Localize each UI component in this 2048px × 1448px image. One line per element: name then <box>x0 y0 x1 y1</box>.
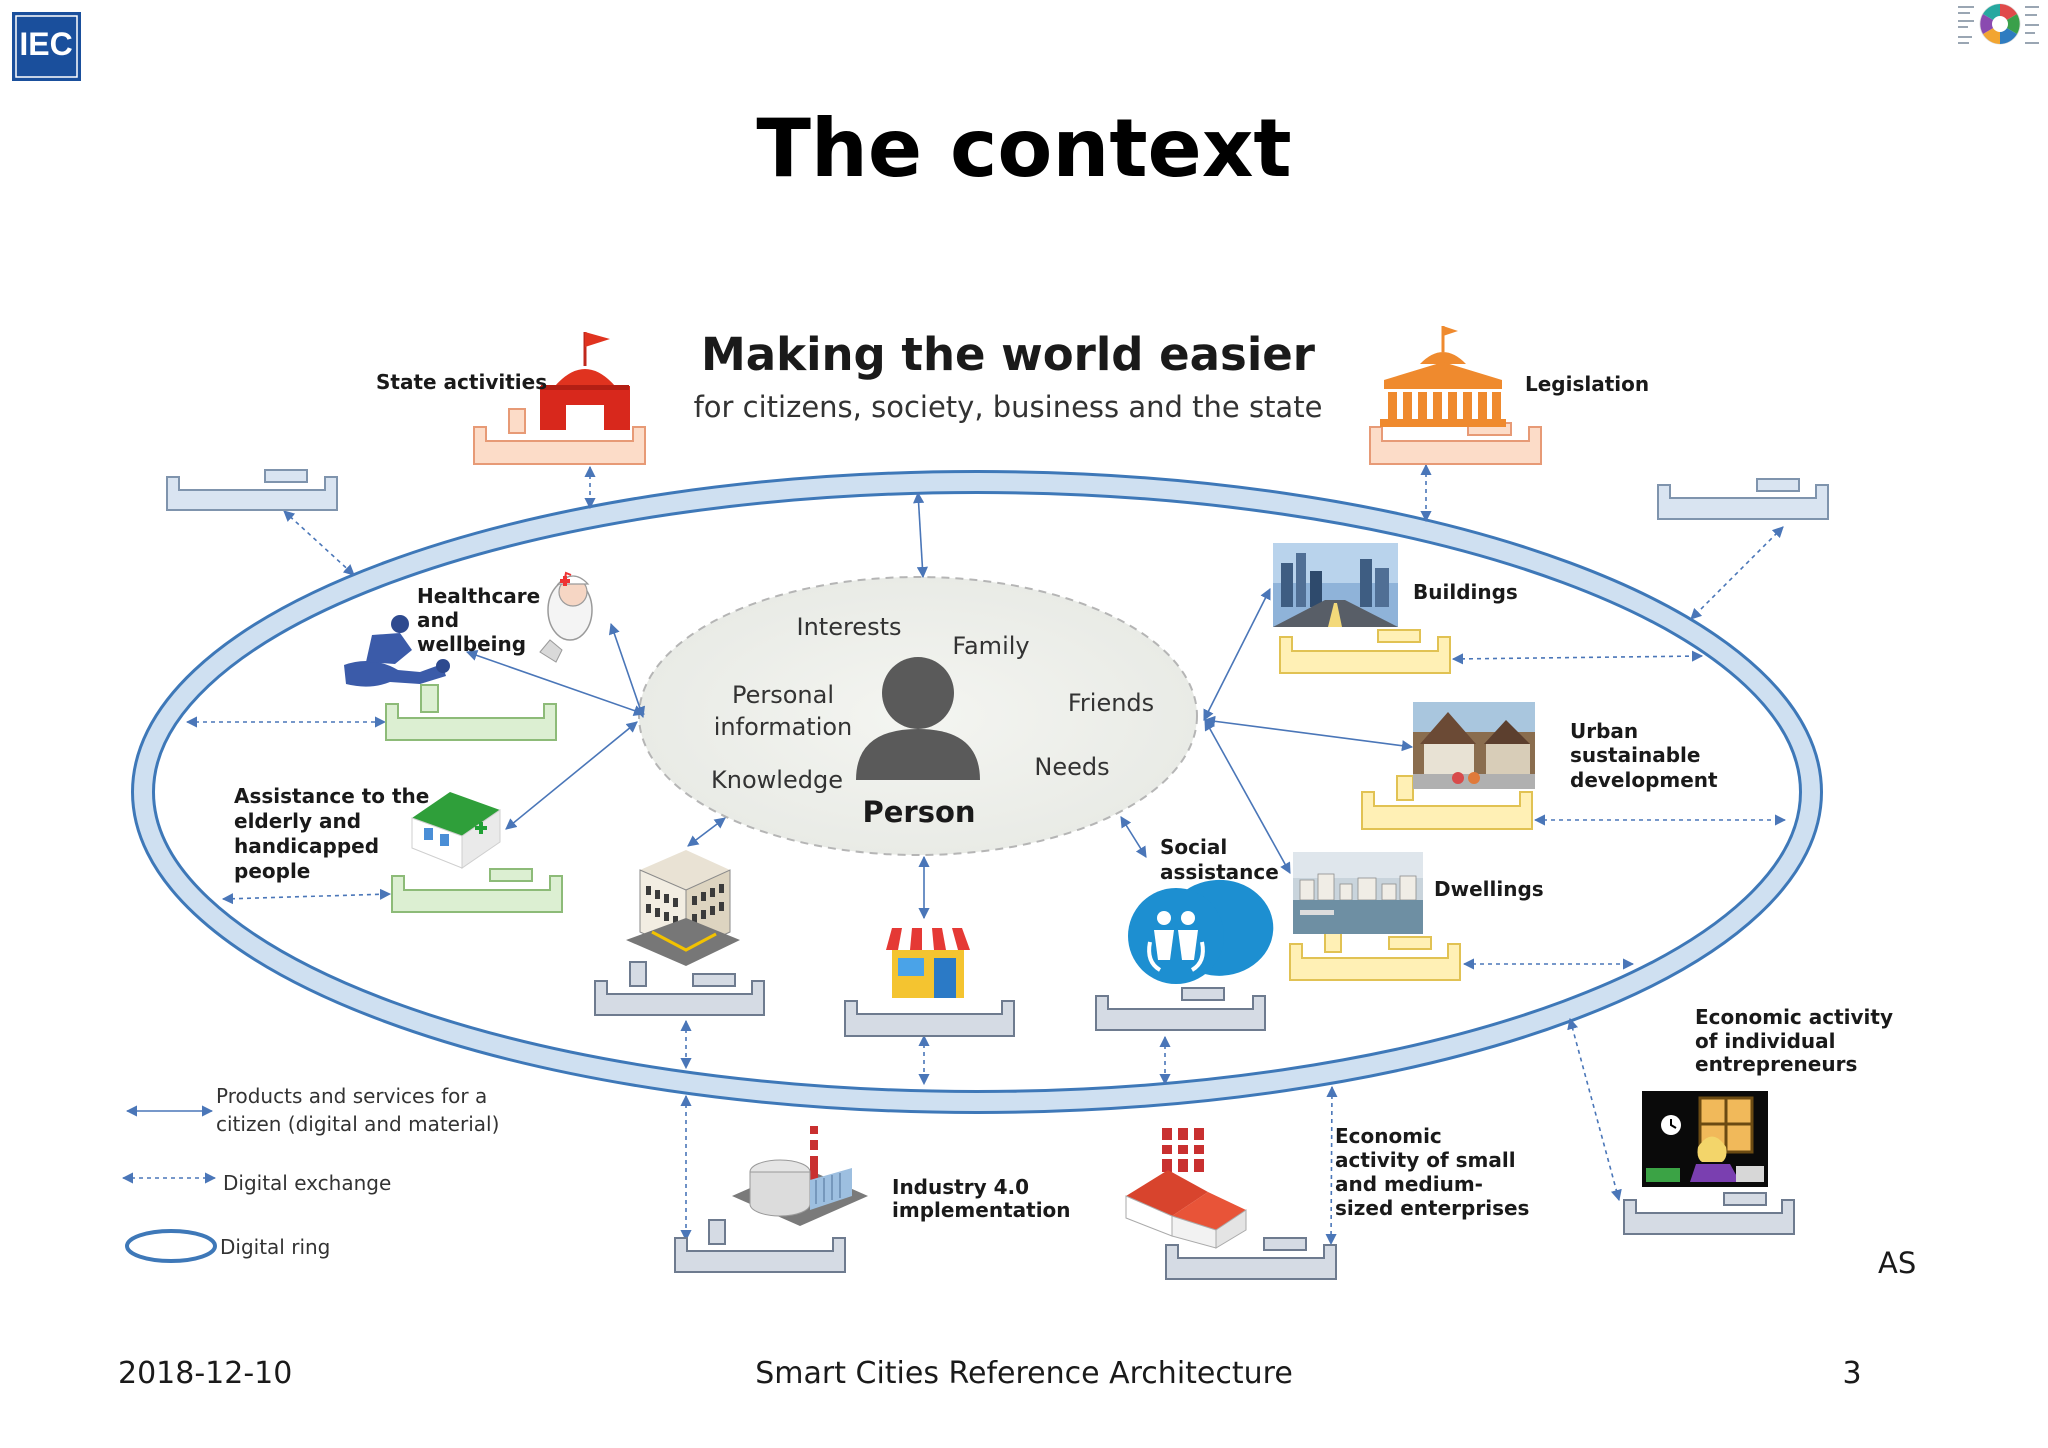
sme-factory-icon <box>1125 1128 1247 1249</box>
footer-page-number: 3 <box>1842 1356 1861 1391</box>
legend: Products and services for a citizen (dig… <box>121 1084 499 1263</box>
label-state-activities: State activities <box>376 370 547 394</box>
tray-external-right <box>1657 478 1829 520</box>
entrepreneur-picture <box>1642 1091 1768 1187</box>
label-industry: Industry 4.0 implementation <box>892 1175 1071 1222</box>
exchange-arrows <box>185 463 1787 1246</box>
office-building-icon <box>626 850 740 966</box>
tray-entrepreneurs <box>1623 1192 1795 1235</box>
svg-text:elderly and: elderly and <box>234 809 361 833</box>
social-assistance-icon <box>1128 879 1274 984</box>
diagram-heading: Making the world easier <box>701 328 1316 381</box>
footer-title: Smart Cities Reference Architecture <box>755 1356 1293 1391</box>
attr-family: Family <box>952 632 1029 660</box>
svg-text:assistance: assistance <box>1160 860 1279 884</box>
legend-products-line1: Products and services for a <box>216 1084 487 1108</box>
legend-ring-icon <box>125 1229 217 1263</box>
tray-external-left <box>166 469 338 511</box>
attr-interests: Interests <box>797 613 902 641</box>
label-social: Social assistance <box>1160 835 1279 884</box>
label-entrepreneurs: Economic activity of individual entrepre… <box>1695 1005 1893 1076</box>
thumbnail-icon <box>1958 3 2039 45</box>
svg-text:implementation: implementation <box>892 1198 1071 1222</box>
product-arrows <box>465 491 1414 920</box>
svg-text:handicapped: handicapped <box>234 834 379 858</box>
dwellings-photo <box>1293 852 1423 934</box>
person-icon <box>882 657 954 729</box>
svg-text:development: development <box>1570 768 1718 792</box>
svg-text:Economic activity: Economic activity <box>1695 1005 1893 1029</box>
legislation-building-icon <box>1380 326 1506 427</box>
healthcare-picture-icon <box>344 571 593 687</box>
author-initials: AS <box>1878 1246 1916 1280</box>
house-icon <box>411 792 501 869</box>
svg-text:wellbeing: wellbeing <box>417 632 526 656</box>
person-label: Person <box>862 795 975 829</box>
label-urban: Urban sustainable development <box>1570 719 1718 792</box>
svg-text:sized enterprises: sized enterprises <box>1335 1196 1529 1220</box>
tray-buildings <box>1279 629 1451 674</box>
slide-title: The context <box>756 102 1291 195</box>
attr-friends: Friends <box>1068 689 1154 717</box>
tray-state-activities <box>473 408 646 465</box>
svg-text:Urban: Urban <box>1570 719 1638 743</box>
legend-exchange: Digital exchange <box>223 1171 391 1195</box>
tray-healthcare <box>385 684 557 741</box>
svg-text:and: and <box>417 608 459 632</box>
tray-office <box>594 961 765 1016</box>
state-building-icon <box>540 332 630 430</box>
attr-knowledge: Knowledge <box>711 766 843 794</box>
tray-social <box>1095 987 1266 1031</box>
tray-sme <box>1165 1237 1337 1280</box>
label-buildings: Buildings <box>1413 580 1518 604</box>
svg-text:Social: Social <box>1160 835 1227 859</box>
svg-text:activity of small: activity of small <box>1335 1148 1516 1172</box>
shop-icon <box>886 928 970 998</box>
label-sme: Economic activity of small and medium- s… <box>1335 1124 1529 1220</box>
factory-icon <box>732 1126 868 1226</box>
logo-text: IEC <box>19 26 72 62</box>
svg-text:of individual: of individual <box>1695 1029 1835 1053</box>
label-dwellings: Dwellings <box>1434 877 1544 901</box>
label-healthcare: Healthcare and wellbeing <box>417 584 540 656</box>
tray-urban <box>1361 775 1533 830</box>
footer-date: 2018-12-10 <box>118 1356 292 1391</box>
svg-text:sustainable: sustainable <box>1570 743 1700 767</box>
digital-ring <box>131 470 1823 1114</box>
legend-ring: Digital ring <box>220 1235 330 1259</box>
iec-logo: IEC <box>12 12 81 81</box>
person-area: Interests Family Personal information Fr… <box>638 576 1198 856</box>
tray-shop <box>844 1000 1015 1037</box>
svg-text:people: people <box>234 859 310 883</box>
attr-needs: Needs <box>1034 753 1109 781</box>
attr-personal: Personal <box>732 681 834 709</box>
label-legislation: Legislation <box>1525 372 1649 396</box>
svg-text:and medium-: and medium- <box>1335 1172 1483 1196</box>
tray-dwellings <box>1289 927 1461 981</box>
tray-industry <box>674 1219 846 1273</box>
buildings-photo <box>1273 543 1398 627</box>
attr-information: information <box>714 713 853 741</box>
tray-legislation <box>1369 422 1542 465</box>
svg-text:Healthcare: Healthcare <box>417 584 540 608</box>
svg-text:Industry 4.0: Industry 4.0 <box>892 1175 1029 1199</box>
diagram-subheading: for citizens, society, business and the … <box>694 390 1323 424</box>
tray-assistance <box>391 868 563 913</box>
legend-products-line2: citizen (digital and material) <box>216 1112 499 1136</box>
svg-text:entrepreneurs: entrepreneurs <box>1695 1052 1857 1076</box>
svg-text:Assistance to the: Assistance to the <box>234 784 429 808</box>
svg-text:Economic: Economic <box>1335 1124 1442 1148</box>
urban-photo <box>1413 702 1535 789</box>
label-assistance: Assistance to the elderly and handicappe… <box>234 784 429 883</box>
